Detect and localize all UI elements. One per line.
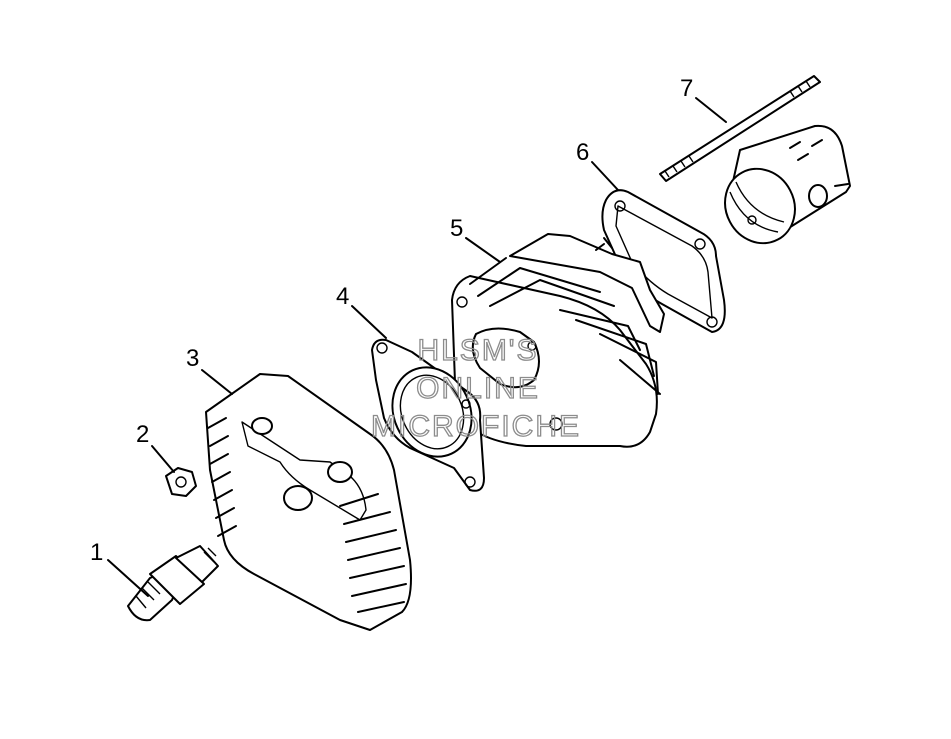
- spark-plug-part: [127, 545, 219, 622]
- cylinder-head-part: [205, 373, 412, 631]
- callout-7: 7: [680, 75, 693, 102]
- nut-part: [165, 467, 197, 497]
- leader-line-5: [465, 237, 501, 263]
- watermark-line-1: HLSM'S: [417, 334, 538, 367]
- callout-3: 3: [186, 345, 199, 372]
- callout-6: 6: [576, 139, 589, 166]
- leader-line-4: [351, 305, 387, 339]
- piston-part: [724, 124, 851, 245]
- callout-labels: 1 2 3 4 5 6 7: [90, 75, 693, 566]
- leader-lines: [107, 97, 727, 597]
- callout-5: 5: [450, 215, 463, 242]
- watermark-line-3: MICROFICHE: [371, 410, 581, 443]
- leader-line-6: [591, 161, 619, 191]
- callout-1: 1: [90, 539, 103, 566]
- leader-line-1: [107, 559, 149, 597]
- head-gasket-part: [371, 338, 485, 492]
- callout-4: 4: [336, 283, 349, 310]
- leader-line-3: [201, 369, 233, 395]
- leader-line-2: [151, 445, 175, 473]
- leader-line-7: [695, 97, 727, 123]
- watermark: HLSM'S ONLINE MICROFICHE: [370, 333, 581, 443]
- watermark-line-2: ONLINE: [416, 372, 540, 405]
- callout-2: 2: [136, 421, 149, 448]
- stud-bolt-part: [659, 75, 821, 182]
